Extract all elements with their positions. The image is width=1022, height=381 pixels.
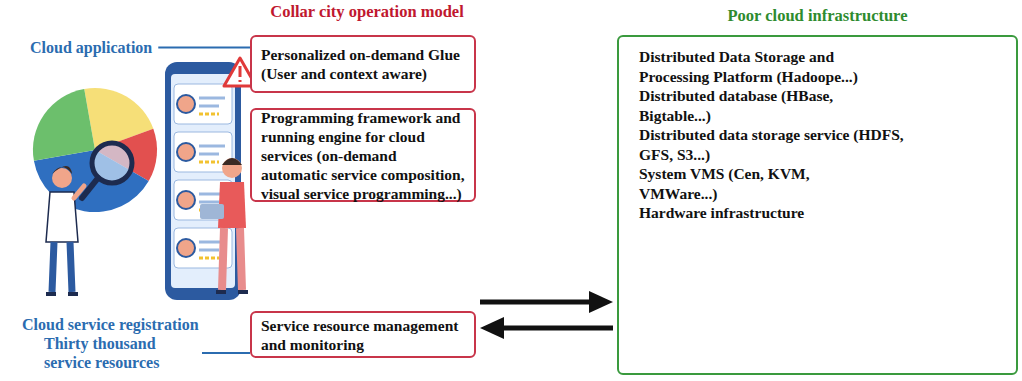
box-text: System VMS (Cen, KVM, VMWare...) [639, 164, 839, 203]
leader-line [202, 352, 250, 354]
flow-arrow [492, 326, 613, 331]
legs [52, 242, 72, 292]
avatar [177, 191, 195, 209]
avatar [177, 143, 195, 161]
star-rating [199, 114, 219, 258]
profile-card [174, 84, 232, 124]
leader-line [158, 47, 250, 49]
warning-mark [239, 66, 242, 82]
layer-label: Thirty thousand service resources [44, 334, 194, 372]
box-text: Distributed data storage service (HDFS, … [639, 125, 939, 164]
component-box: Personalized on-demand Glue (User and co… [250, 35, 476, 93]
component-box: Programming framework and running engine… [250, 108, 476, 202]
box-text: Distributed database (HBase, Bigtable...… [639, 86, 869, 125]
infrastructure-box: Poor cloud infrastructureDistributed Dat… [617, 35, 1018, 375]
box-text: Personalized on-demand Glue (User and co… [261, 45, 465, 83]
woman-figure [46, 166, 84, 294]
phone [165, 62, 241, 300]
section-heading: Collar city operation model [270, 2, 464, 21]
box-text: Service resource management and monitori… [261, 316, 465, 354]
box-text: Distributed Data Storage and Processing … [639, 47, 869, 86]
arm [74, 186, 84, 198]
avatar [177, 95, 195, 113]
layer-label: Cloud service registration [22, 315, 199, 334]
magnifier [82, 143, 132, 198]
pie-slice [33, 89, 95, 161]
box-text: Hardware infrastructure [639, 203, 939, 223]
component-box: Service resource management and monitori… [250, 311, 476, 358]
legs [222, 228, 242, 290]
phone-body [165, 62, 241, 300]
head [222, 158, 242, 178]
man-figure [200, 158, 248, 292]
section-heading: Poor cloud infrastructure [619, 6, 1016, 26]
box-text: Programming framework and running engine… [261, 108, 465, 203]
hair [222, 158, 242, 165]
flow-arrow [480, 300, 601, 305]
shoes [216, 290, 248, 294]
layer-label: Cloud application [30, 38, 152, 57]
laptop [200, 204, 224, 219]
avatar [177, 239, 195, 257]
hair [52, 166, 72, 174]
shoes [46, 292, 78, 296]
